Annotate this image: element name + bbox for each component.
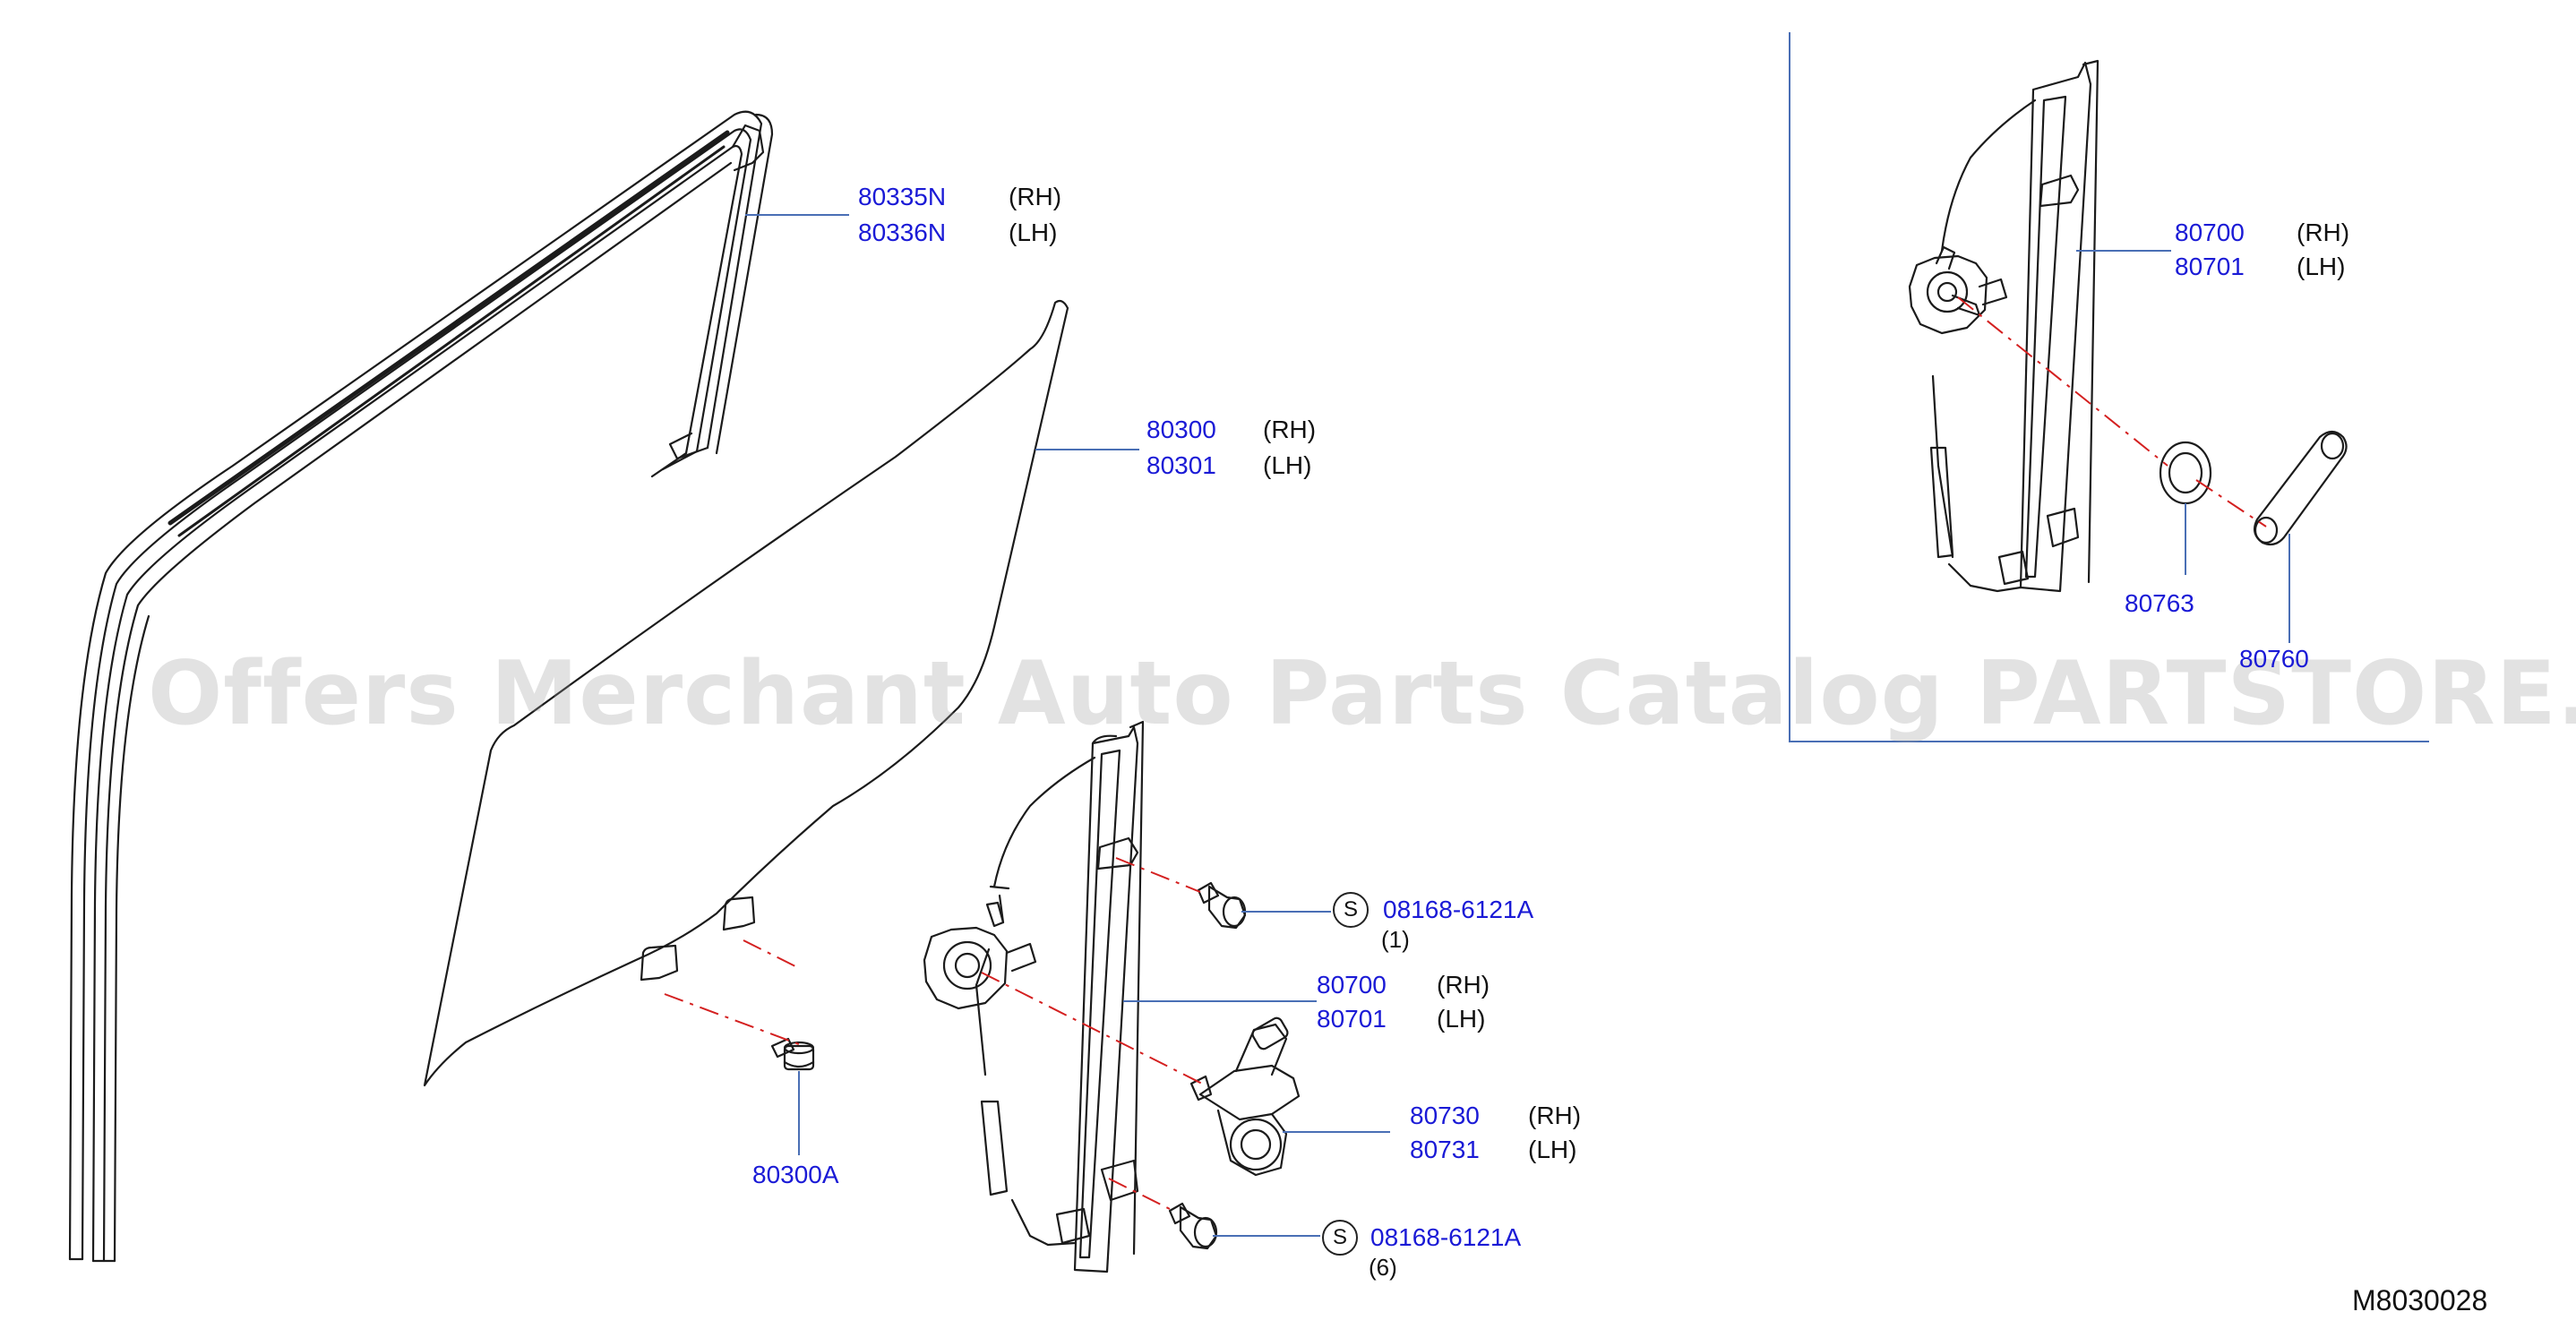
part-80700-link[interactable]: 80700: [1317, 971, 1387, 999]
part-80731-link[interactable]: 80731: [1410, 1136, 1480, 1163]
part-80700-link[interactable]: 80700: [2175, 219, 2245, 246]
side-lh: (LH): [1263, 451, 1312, 479]
side-rh: (RH): [2297, 219, 2350, 246]
part-80763-link[interactable]: 80763: [2125, 589, 2194, 617]
door-sash-channel: [68, 110, 774, 1263]
alignment-centerlines: [664, 296, 2267, 1212]
power-window-motor: [1189, 1016, 1301, 1177]
inset-window-handle: [2253, 430, 2348, 546]
part-80760-link[interactable]: 80760: [2239, 645, 2309, 673]
side-lh: (LH): [2297, 253, 2346, 280]
quantity-label: (6): [1369, 1254, 1397, 1281]
regulator-bolt-lower: [1168, 1202, 1218, 1250]
callout-leaders: [745, 214, 2290, 1237]
glass-bracket-rear: [722, 896, 756, 931]
door-glass: [423, 299, 1069, 1087]
quantity-label: (1): [1381, 926, 1410, 953]
glass-bolt: [770, 1037, 815, 1071]
side-lh: (LH): [1437, 1005, 1486, 1033]
regulator-bolt-upper: [1197, 881, 1247, 930]
side-lh: (LH): [1009, 219, 1058, 246]
side-lh: (LH): [1528, 1136, 1577, 1163]
side-rh: (RH): [1437, 971, 1490, 999]
side-rh: (RH): [1528, 1102, 1582, 1129]
side-rh: (RH): [1009, 183, 1062, 210]
glass-bracket-front: [640, 944, 679, 982]
part-80301-link[interactable]: 80301: [1146, 451, 1216, 479]
part-80701-link[interactable]: 80701: [1317, 1005, 1387, 1033]
inset-escutcheon: [2159, 441, 2212, 505]
part-80335n-link[interactable]: 80335N: [858, 183, 947, 210]
inset-manual-regulator: [1908, 59, 2099, 593]
standard-part-badge: S: [1333, 892, 1369, 928]
part-80730-link[interactable]: 80730: [1410, 1102, 1480, 1129]
part-08168-6121a-link[interactable]: 08168-6121A: [1383, 896, 1534, 923]
diagram-reference: M8030028: [2352, 1284, 2488, 1316]
window-regulator: [923, 720, 1145, 1273]
side-rh: (RH): [1263, 416, 1317, 443]
standard-part-badge: S: [1322, 1220, 1358, 1256]
part-80300a-link[interactable]: 80300A: [752, 1161, 839, 1188]
part-08168-6121a-link[interactable]: 08168-6121A: [1370, 1223, 1522, 1251]
part-80701-link[interactable]: 80701: [2175, 253, 2245, 280]
part-80300-link[interactable]: 80300: [1146, 416, 1216, 443]
inset-frame: [1789, 32, 2429, 742]
part-80336n-link[interactable]: 80336N: [858, 219, 947, 246]
